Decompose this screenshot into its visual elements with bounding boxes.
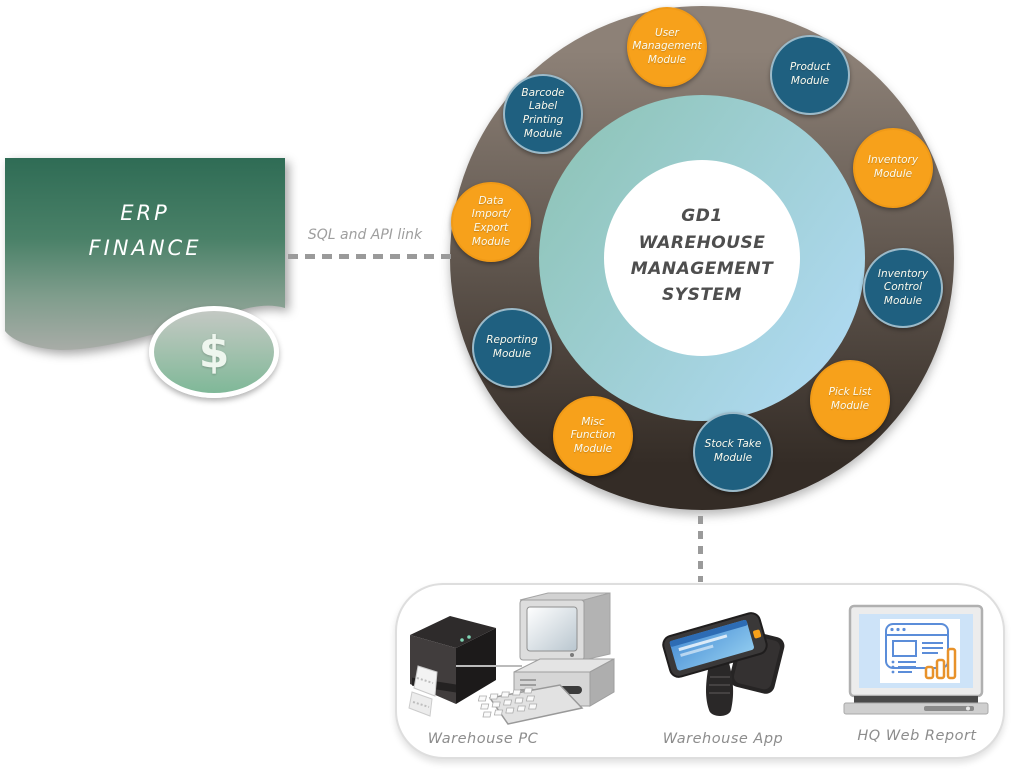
- module-misc-function: Misc Function Module: [553, 396, 633, 476]
- hub-core: [604, 160, 800, 356]
- erp-wave-box: [5, 158, 285, 350]
- module-pick-list: Pick List Module: [810, 360, 890, 440]
- module-inventory-control: Inventory Control Module: [863, 248, 943, 328]
- keyboard-icon: [477, 684, 584, 725]
- warehouse-pc-label: Warehouse PC: [427, 731, 539, 747]
- module-product: Product Module: [770, 35, 850, 115]
- erp-to-hub-dashed-connector: [288, 254, 452, 259]
- module-inventory: Inventory Module: [853, 128, 933, 208]
- erp-finance-shape: [5, 158, 285, 350]
- warehouse-app-label: Warehouse App: [662, 731, 784, 747]
- warehouse-app-illustration: [662, 612, 785, 716]
- sql-api-link-label: SQL and API link: [307, 227, 423, 243]
- hq-web-report-illustration: [843, 604, 989, 715]
- finance-dollar-badge: $: [149, 306, 279, 398]
- module-data-import-export: Data Import/ Export Module: [451, 182, 531, 262]
- module-reporting: Reporting Module: [472, 308, 552, 388]
- dollar-icon: $: [198, 326, 230, 378]
- hub-title: GD1 WAREHOUSE MANAGEMENT SYSTEM: [630, 206, 774, 306]
- erp-title: ERP FINANCE: [88, 201, 202, 260]
- module-barcode-label-printing: Barcode Label Printing Module: [503, 74, 583, 154]
- hq-web-report-label: HQ Web Report: [857, 728, 977, 744]
- hub-to-devices-dashed-connector: [698, 516, 703, 582]
- warehouse-pc-illustration: [408, 592, 615, 725]
- desktop-pc-icon: [456, 592, 615, 707]
- module-stock-take: Stock Take Module: [693, 412, 773, 492]
- monitor-report-icon: [843, 604, 989, 715]
- handheld-scanner-icon: [662, 612, 785, 716]
- module-user-management: User Management Module: [627, 7, 707, 87]
